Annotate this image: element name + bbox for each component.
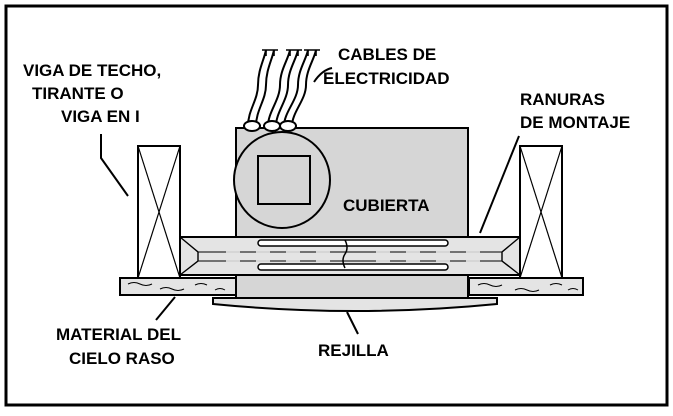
leader-beam: [100, 134, 129, 197]
label-beam-line1: VIGA DE TECHO,: [23, 61, 161, 80]
label-ceiling-line1: MATERIAL DEL: [56, 325, 181, 344]
ceiling-material: [119, 277, 584, 296]
motor-circle: [233, 131, 331, 229]
leader-cables: [313, 67, 333, 83]
label-slots-line2: DE MONTAJE: [520, 113, 630, 132]
ceiling-texture: [127, 282, 579, 292]
ceiling-material-left: [119, 277, 238, 296]
ceiling-beam-left: [137, 145, 181, 279]
ceiling-beam-right: [519, 145, 563, 279]
mounting-bar: [179, 236, 521, 276]
leader-lines: [100, 67, 520, 335]
ceiling-material-right: [468, 277, 584, 296]
mounting-slot-top: [257, 239, 449, 247]
label-ceiling-line2: CIELO RASO: [69, 349, 175, 368]
label-slots-line1: RANURAS: [520, 90, 605, 109]
leader-ceiling: [155, 296, 176, 321]
label-grille: REJILLA: [318, 341, 389, 360]
leader-slots: [479, 135, 520, 234]
label-beam-line2: TIRANTE O: [32, 84, 124, 103]
label-beam-line3: VIGA EN I: [61, 107, 140, 126]
diagram-frame: [4, 4, 669, 407]
grille: [212, 297, 498, 312]
leader-grille: [346, 311, 359, 335]
motor-junction-box: [257, 155, 311, 205]
electrical-cables: [243, 49, 320, 132]
label-cables-line2: ELECTRICIDAD: [323, 69, 450, 88]
mounting-slot-bottom: [257, 263, 449, 271]
label-housing: CUBIERTA: [343, 196, 430, 215]
label-cables-line1: CABLES DE: [338, 45, 436, 64]
